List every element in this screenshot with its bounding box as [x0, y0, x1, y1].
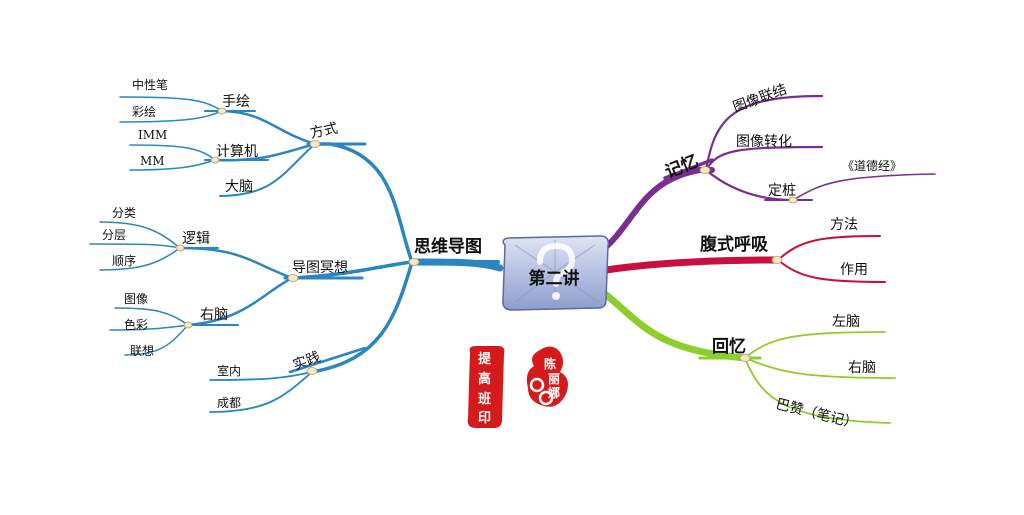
connector-imm — [129, 144, 216, 161]
connector-practice — [310, 260, 414, 374]
branch-breathing — [602, 235, 886, 283]
leaf-classify[interactable]: 分类 — [112, 206, 136, 220]
connector-color — [119, 110, 223, 123]
connector-method-right — [777, 235, 881, 261]
topic-peg[interactable]: 定桩 — [768, 182, 796, 199]
connector-chengdu — [209, 371, 313, 413]
connector-left-brain — [744, 331, 886, 359]
leaf-association[interactable]: 联想 — [130, 343, 154, 358]
branch-memory — [597, 94, 936, 255]
topic-mind-map[interactable]: 思维导图 — [414, 236, 482, 257]
knot-recall — [739, 354, 751, 362]
branch-knots — [175, 107, 798, 375]
connector-brain — [219, 143, 316, 197]
leaf-image-transform[interactable]: 图像转化 — [736, 134, 792, 150]
connector-function — [777, 259, 886, 283]
seal2-char-2: 丽 — [548, 372, 560, 386]
connector-classify — [99, 221, 181, 249]
leaf-chengdu[interactable]: 成都 — [217, 396, 241, 410]
leaf-right-brain[interactable]: 右脑 — [848, 360, 876, 376]
leaf-color-drawing[interactable]: 彩绘 — [132, 104, 156, 119]
topic-right-brain[interactable]: 右脑 — [200, 307, 228, 323]
connector-image-link — [704, 94, 824, 172]
topic-hand-drawn[interactable]: 手绘 — [222, 94, 250, 110]
leaf-neutral-pen[interactable]: 中性笔 — [132, 77, 168, 92]
seal-class-stamp: 提 高 班 印 — [467, 346, 505, 428]
knot-practice — [306, 367, 318, 375]
leaf-method[interactable]: 方法 — [830, 217, 858, 233]
knot-mind-map — [408, 258, 420, 266]
connector-right-brain — [186, 276, 294, 327]
leaf-imm[interactable]: IMM — [138, 128, 167, 142]
connector-image-transform — [704, 145, 824, 172]
leaf-color[interactable]: 色彩 — [124, 318, 148, 332]
knot-peg — [788, 196, 798, 204]
leaf-indoor[interactable]: 室内 — [217, 363, 241, 378]
underline-memory — [663, 158, 714, 180]
knot-meditation — [287, 274, 299, 282]
seal-name-stamp: 陈 丽 娜 — [526, 346, 568, 407]
topic-map-meditation[interactable]: 导图冥想 — [292, 260, 348, 276]
connector-image — [114, 307, 189, 326]
central-topic[interactable]: 第二讲 — [502, 235, 610, 311]
topic-abdominal-breathing[interactable]: 腹式呼吸 — [700, 234, 769, 255]
main-connector-breathing — [602, 256, 782, 274]
connector-buzan — [744, 357, 891, 424]
leaf-mm[interactable]: MM — [140, 154, 165, 168]
topic-method[interactable]: 方式 — [309, 120, 340, 141]
main-connector-memory — [597, 167, 715, 255]
connector-pen — [119, 96, 223, 112]
leaf-order[interactable]: 顺序 — [112, 253, 136, 268]
topic-brain[interactable]: 大脑 — [225, 179, 253, 195]
leaf-left-brain[interactable]: 左脑 — [832, 314, 860, 330]
connector-association — [124, 324, 189, 356]
leaf-layer[interactable]: 分层 — [102, 228, 126, 242]
seal1-char-2: 高 — [478, 371, 491, 387]
topic-recall[interactable]: 回忆 — [712, 336, 746, 357]
knot-memory — [699, 166, 711, 174]
leaf-buzan-notes[interactable]: 巴赞（笔记） — [774, 396, 859, 432]
branch-mind-map — [89, 96, 504, 413]
leaf-tao-te-ching[interactable]: 《道德经》 — [842, 158, 902, 173]
knot-method — [309, 140, 321, 148]
main-connector-recall — [596, 286, 749, 362]
connector-logic — [178, 246, 294, 280]
connector-layer — [89, 243, 181, 249]
topic-computer[interactable]: 计算机 — [216, 144, 258, 160]
connector-order — [99, 247, 181, 271]
topic-memory[interactable]: 记忆 — [662, 150, 701, 182]
leaf-image-link[interactable]: 图像联结 — [731, 82, 789, 116]
knot-computer — [210, 156, 220, 164]
seal1-char-1: 提 — [478, 351, 492, 367]
knot-hand — [217, 107, 227, 115]
seal2-char-3: 娜 — [548, 385, 560, 400]
seal1-char-3: 班 — [478, 391, 491, 407]
leaf-function[interactable]: 作用 — [840, 262, 868, 278]
seal1-char-4: 印 — [478, 411, 491, 426]
connector-hand — [220, 109, 317, 146]
topic-logic[interactable]: 逻辑 — [182, 231, 210, 247]
knot-breathing — [771, 256, 783, 264]
branch-recall — [596, 286, 896, 424]
connector-method — [313, 142, 414, 264]
leaf-image[interactable]: 图像 — [124, 292, 148, 306]
knot-logic — [175, 244, 185, 252]
connector-right-brain-r — [744, 357, 896, 379]
seal2-char-1: 陈 — [544, 356, 556, 371]
underline-practice — [288, 346, 367, 374]
connector-tao — [792, 173, 936, 201]
question-mark-icon — [537, 242, 576, 300]
connector-colorful — [109, 324, 189, 331]
knot-right-brain — [183, 321, 193, 329]
connector-mm — [129, 159, 216, 171]
central-topic-label: 第二讲 — [529, 268, 580, 289]
connector-indoor — [209, 371, 313, 381]
